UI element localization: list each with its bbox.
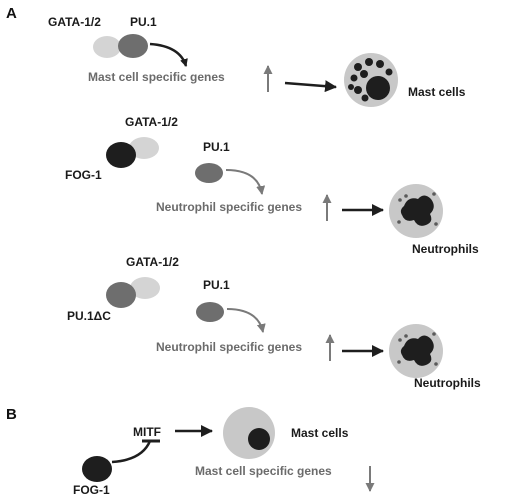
mast-cell-nucleus xyxy=(248,428,270,450)
panel-b-letter: B xyxy=(6,406,17,423)
neutrophil-granule xyxy=(404,334,408,338)
neutrophil-nucleus xyxy=(400,335,434,366)
row3-genes-label: Neutrophil specific genes xyxy=(156,340,302,354)
row3-cell-label: Neutrophils xyxy=(414,376,481,390)
row2-gata-label: GATA-1/2 xyxy=(125,115,178,129)
neutrophil-nucleus xyxy=(400,195,434,226)
neutrophil-granule xyxy=(398,198,402,202)
row1-group: GATA-1/2 PU.1 Mast cell specific genes M… xyxy=(48,15,466,107)
neutrophil-granule xyxy=(404,194,408,198)
row3-pu1dc-ellipse xyxy=(106,282,136,308)
panel-b-fog1-ellipse xyxy=(82,456,112,482)
row3-neutrophil xyxy=(389,324,443,378)
row2-group: GATA-1/2 FOG-1 PU.1 Neutrophil specific … xyxy=(65,115,479,256)
row1-mast-cell xyxy=(344,53,398,107)
row2-fog1-ellipse xyxy=(106,142,136,168)
row2-gata-ellipse xyxy=(129,137,159,159)
row1-pu1-label: PU.1 xyxy=(130,15,157,29)
fog1-inhibition-line xyxy=(111,440,152,464)
row2-fog1-label: FOG-1 xyxy=(65,168,102,182)
panel-b-genes-label: Mast cell specific genes xyxy=(195,464,332,478)
mast-cell-granule xyxy=(348,84,354,90)
row2-curved-arrow xyxy=(225,169,266,195)
neutrophil-granule xyxy=(432,192,436,196)
row3-gata-ellipse xyxy=(130,277,160,299)
mast-cell-granule xyxy=(354,63,362,71)
row1-genes-label: Mast cell specific genes xyxy=(88,70,225,84)
neutrophil-granule xyxy=(398,338,402,342)
panel-a-letter: A xyxy=(6,5,17,22)
mitf-label: MITF xyxy=(133,425,161,439)
row3-group: GATA-1/2 PU.1ΔC PU.1 Neutrophil specific… xyxy=(67,255,481,390)
row1-pu1-ellipse xyxy=(118,34,148,58)
row3-curved-arrow xyxy=(226,308,266,333)
row1-gata-label: GATA-1/2 xyxy=(48,15,101,29)
panel-b-mast-cell xyxy=(223,407,275,459)
row2-pu1-ellipse xyxy=(195,163,223,183)
row3-gata-label: GATA-1/2 xyxy=(126,255,179,269)
mast-cell-granule xyxy=(365,58,373,66)
mast-cell-granule xyxy=(376,60,384,68)
row2-pu1-label: PU.1 xyxy=(203,140,230,154)
neutrophil-granule xyxy=(432,332,436,336)
panel-b-cell-label: Mast cells xyxy=(291,426,349,440)
panel-b-fog1-label: FOG-1 xyxy=(73,483,110,497)
neutrophil-granule xyxy=(434,222,438,226)
mast-cell-granule xyxy=(385,68,393,76)
row3-pu1-label: PU.1 xyxy=(203,278,230,292)
mast-cell-granule xyxy=(361,94,369,102)
row1-curved-arrow xyxy=(149,42,188,67)
row1-gata-ellipse xyxy=(93,36,121,58)
mast-cell-nucleus xyxy=(366,76,390,100)
neutrophil-granule xyxy=(397,360,401,364)
neutrophil-granule xyxy=(397,220,401,224)
panel-b-group: MITF FOG-1 Mast cells Mast cell specific… xyxy=(73,407,375,497)
row1-to-cell-arrow xyxy=(284,80,337,93)
row3-pu1-ellipse xyxy=(196,302,224,322)
row1-cell-label: Mast cells xyxy=(408,85,466,99)
row2-cell-label: Neutrophils xyxy=(412,242,479,256)
mast-cell-granule xyxy=(354,86,362,94)
mast-cell-granule xyxy=(360,70,368,78)
row3-pu1dc-label: PU.1ΔC xyxy=(67,309,111,323)
neutrophil-granule xyxy=(434,362,438,366)
row2-neutrophil xyxy=(389,184,443,238)
mast-cell-granule xyxy=(350,74,358,82)
row2-genes-label: Neutrophil specific genes xyxy=(156,200,302,214)
